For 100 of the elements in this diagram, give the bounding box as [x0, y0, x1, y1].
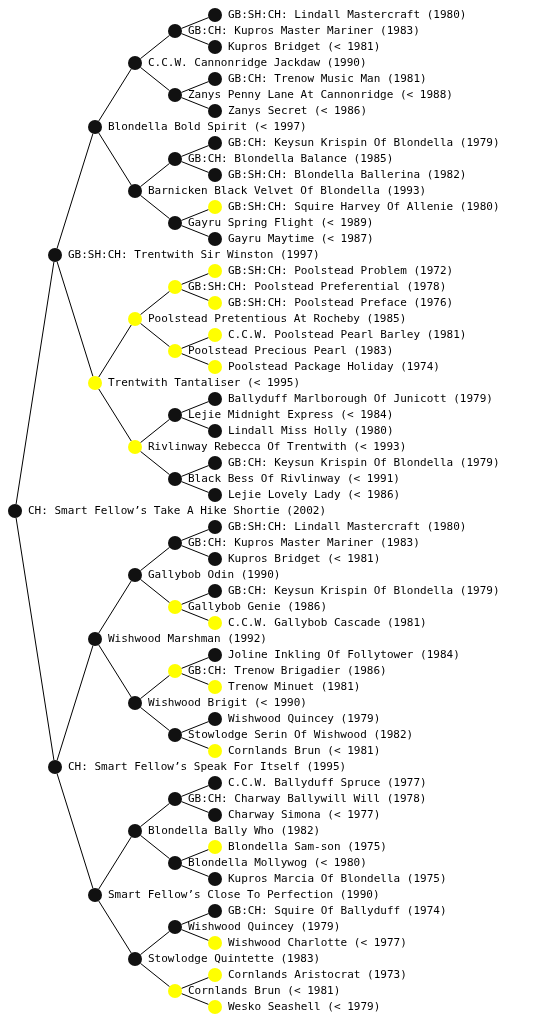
connector-line: [181, 657, 209, 669]
name-label: Blondella Sam-son (1975): [228, 840, 387, 854]
connector-line: [139, 194, 171, 220]
connector-line: [181, 801, 209, 813]
connector-line: [139, 290, 171, 316]
connector-line: [139, 962, 171, 988]
name-label: Poolstead Package Holiday (1974): [228, 360, 440, 374]
connector-line: [56, 773, 94, 889]
name-label: Blondella Bally Who (1982): [148, 824, 321, 838]
connector-line: [181, 161, 209, 173]
name-label: GB:SH:CH: Squire Harvey Of Allenie (1980): [228, 200, 500, 214]
name-label: Stowlodge Serin Of Wishwood (1982): [188, 728, 414, 742]
name-label: Trenow Minuet (1981): [228, 680, 361, 694]
connector-line: [98, 580, 132, 634]
name-label: Rivlinway Rebecca Of Trentwith (< 1993): [148, 440, 407, 454]
name-label: Trentwith Tantaliser (< 1995): [108, 376, 301, 390]
connector-line: [181, 417, 209, 429]
name-label: GB:SH:CH: Trentwith Sir Winston (1997): [68, 248, 320, 262]
name-label: Gayru Maytime (< 1987): [228, 232, 374, 246]
connector-line: [56, 133, 94, 249]
connector-line: [181, 97, 209, 109]
name-label: GB:SH:CH: Poolstead Preface (1976): [228, 296, 454, 310]
connector-line: [181, 929, 209, 941]
connector-line: [56, 645, 94, 761]
connector-line: [139, 578, 171, 604]
name-label: Lindall Miss Holly (1980): [228, 424, 394, 438]
name-label: Wishwood Quincey (1979): [228, 712, 381, 726]
name-label: GB:CH: Kupros Master Mariner (1983): [188, 536, 420, 550]
connector-line: [139, 66, 171, 92]
name-label: C.C.W. Ballyduff Spruce (1977): [228, 776, 427, 790]
name-label: Ballyduff Marlborough Of Junicott (1979): [228, 392, 493, 406]
connector-line: [139, 162, 171, 188]
name-label: Kupros Bridget (< 1981): [228, 552, 381, 566]
connector-line: [181, 465, 209, 477]
connector-line: [181, 593, 209, 605]
name-label: Cornlands Brun (< 1981): [188, 984, 341, 998]
name-label: CH: Smart Fellow’s Take A Hike Shortie (2002): [28, 504, 326, 518]
connector-line: [181, 273, 209, 285]
name-label: Poolstead Precious Pearl (1983): [188, 344, 394, 358]
connector-line: [139, 34, 171, 60]
connector-line: [56, 261, 94, 377]
connector-line: [181, 529, 209, 541]
connector-line: [139, 322, 171, 348]
name-label: Joline Inkling Of Follytower (1984): [228, 648, 460, 662]
connector-line: [139, 450, 171, 476]
connector-line: [181, 401, 209, 413]
name-label: GB:SH:CH: Lindall Mastercraft (1980): [228, 520, 467, 534]
name-label: Kupros Marcia Of Blondella (1975): [228, 872, 447, 886]
connector-line: [181, 993, 209, 1005]
name-label: GB:CH: Trenow Music Man (1981): [228, 72, 427, 86]
name-label: Barnicken Black Velvet Of Blondella (1993): [148, 184, 427, 198]
connector-line: [181, 721, 209, 733]
connector-line: [98, 836, 132, 890]
connector-line: [139, 546, 171, 572]
connector-line: [181, 225, 209, 237]
connector-line: [139, 930, 171, 956]
connector-line: [181, 17, 209, 29]
connector-line: [181, 737, 209, 749]
connector-line: [181, 849, 209, 861]
connector-line: [181, 145, 209, 157]
name-label: GB:CH: Blondella Balance (1985): [188, 152, 394, 166]
name-label: Blondella Mollywog (< 1980): [188, 856, 367, 870]
connector-line: [98, 644, 132, 698]
name-label: GB:SH:CH: Poolstead Preferential (1978): [188, 280, 447, 294]
name-label: Zanys Secret (< 1986): [228, 104, 368, 118]
connector-line: [181, 81, 209, 93]
connector-line: [98, 388, 132, 442]
name-label: GB:CH: Trenow Brigadier (1986): [188, 664, 387, 678]
connector-line: [181, 785, 209, 797]
name-label: Cornlands Brun (< 1981): [228, 744, 381, 758]
name-label: GB:SH:CH: Blondella Ballerina (1982): [228, 168, 467, 182]
connector-line: [181, 673, 209, 685]
name-label: Zanys Penny Lane At Cannonridge (< 1988): [188, 88, 453, 102]
name-label: Cornlands Aristocrat (1973): [228, 968, 407, 982]
connector-line: [139, 674, 171, 700]
name-label: Lejie Midnight Express (< 1984): [188, 408, 394, 422]
name-label: C.C.W. Cannonridge Jackdaw (1990): [148, 56, 367, 70]
connector-line: [181, 865, 209, 877]
name-label: Wishwood Brigit (< 1990): [148, 696, 307, 710]
name-label: Gallybob Genie (1986): [188, 600, 328, 614]
connector-line: [181, 481, 209, 493]
name-label: Wesko Seashell (< 1979): [228, 1000, 381, 1014]
name-label: GB:CH: Squire Of Ballyduff (1974): [228, 904, 447, 918]
connector-line: [181, 353, 209, 365]
connector-line: [139, 706, 171, 732]
connector-line: [181, 977, 209, 989]
name-label: Black Bess Of Rivlinway (< 1991): [188, 472, 400, 486]
name-label: Poolstead Pretentious At Rocheby (1985): [148, 312, 407, 326]
connector-line: [139, 834, 171, 860]
name-label: Wishwood Charlotte (< 1977): [228, 936, 407, 950]
name-label: CH: Smart Fellow’s Speak For Itself (1995): [68, 760, 347, 774]
connector-line: [15, 517, 55, 761]
connector-line: [98, 324, 132, 378]
name-label: Wishwood Quincey (1979): [188, 920, 341, 934]
name-label: Gayru Spring Flight (< 1989): [188, 216, 374, 230]
name-label: Kupros Bridget (< 1981): [228, 40, 381, 54]
connector-line: [181, 337, 209, 349]
connector-line: [98, 132, 132, 186]
name-label: GB:CH: Keysun Krispin Of Blondella (1979): [228, 136, 500, 150]
name-label: GB:CH: Keysun Krispin Of Blondella (1979): [228, 584, 500, 598]
